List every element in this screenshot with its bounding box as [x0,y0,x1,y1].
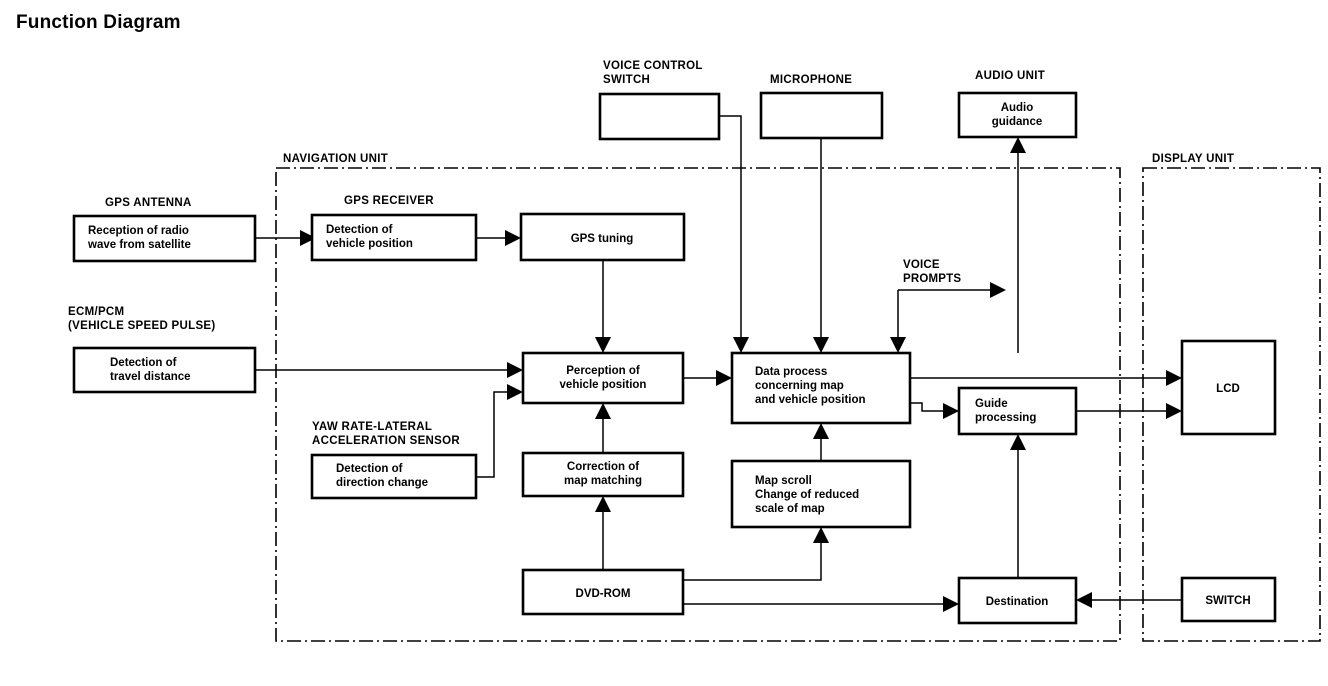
arrow-dvd-rom-to-map-scroll [813,527,829,543]
data-process-line2: concerning map [755,380,844,392]
arrow-antenna-to-receiver [300,230,316,246]
audio-guidance-box[interactable] [957,91,1078,139]
voice-control-switch-label: VOICE CONTROL [603,60,703,72]
detection-of-direction-change-line1: Detection of [336,463,403,475]
microphone-box[interactable] [759,91,884,140]
arrow-voice-prompts-to-data-process [890,337,906,353]
detection-of-travel-distance-line1: Detection of [110,357,177,369]
map-scroll-box[interactable] [730,459,912,529]
guide-processing-line1: Guide [975,398,1008,410]
arrow-dvd-rom-to-map-matching [595,496,611,512]
lcd-box[interactable] [1180,339,1277,436]
audio-guidance-line2: guidance [992,116,1042,128]
guide-processing-box[interactable] [957,386,1078,436]
arrow-data-process-to-lcd [1166,370,1182,386]
map-scroll-line1: Map scroll [755,475,812,487]
map-scroll-line2: Change of reduced [755,489,859,501]
perception-of-vehicle-position-box[interactable] [521,351,685,405]
correction-of-map-matching-box[interactable] [521,451,685,498]
dvd-rom-box[interactable] [521,568,685,616]
arrow-switch-to-destination [1076,592,1092,608]
arrow-map-matching-to-perception [595,403,611,419]
data-process-line3: and vehicle position [755,394,866,406]
audio-guidance-line1: Audio [1001,102,1034,114]
reception-of-radio-wave-line2: wave from satellite [87,239,191,251]
arrow-dvd-rom-to-destination [943,596,959,612]
destination-label: Destination [986,596,1049,608]
gps-receiver-label: GPS RECEIVER [344,195,434,207]
voice-prompts-label: VOICE [903,259,940,271]
gps-tuning-label: GPS tuning [571,233,634,245]
switch-box[interactable] [1180,576,1277,623]
group-borders [275,167,1321,642]
blocks: Audio guidance Reception of radio wave f… [72,91,1277,625]
guide-processing-line2: processing [975,412,1036,424]
detection-of-travel-distance-box[interactable] [72,346,257,394]
perception-of-vehicle-position-line1: Perception of [566,365,640,377]
detection-of-vehicle-position-line2: vehicle position [326,238,413,250]
ecm-pcm-label-line2: (VEHICLE SPEED PULSE) [68,320,216,332]
gps-tuning-box[interactable] [519,212,686,262]
detection-of-travel-distance-line2: travel distance [110,371,191,383]
perception-of-vehicle-position-line2: vehicle position [560,379,647,391]
destination-box[interactable] [957,576,1078,625]
arrow-gps-tuning-to-perception [595,337,611,353]
reception-of-radio-wave-line1: Reception of radio [88,225,189,237]
display-unit-border [1142,167,1321,642]
voice-prompts-label-line2: PROMPTS [903,273,961,285]
lcd-label: LCD [1216,383,1240,395]
display-unit-label: DISPLAY UNIT [1152,153,1234,165]
arrow-destination-to-guide-processing [1010,434,1026,450]
line-dvd-rom-to-map-scroll [683,543,822,581]
arrow-guide-processing-to-lcd [1166,403,1182,419]
correction-of-map-matching-line1: Correction of [567,461,639,473]
arrow-map-scroll-to-data-process [813,423,829,439]
voice-control-switch-box[interactable] [598,92,721,141]
arrow-direction-change-to-perception [507,384,523,400]
detection-of-direction-change-line2: direction change [336,477,428,489]
correction-of-map-matching-line2: map matching [564,475,642,487]
yaw-sensor-label-line2: ACCELERATION SENSOR [312,435,460,447]
line-data-process-to-guide-processing [910,402,943,412]
arrow-voice-control-switch-to-data-process [733,337,749,353]
component-labels: VOICE CONTROL SWITCH MICROPHONE AUDIO UN… [68,60,1045,447]
switch-label: SWITCH [1205,595,1250,607]
detection-of-vehicle-position-line1: Detection of [326,224,393,236]
detection-of-vehicle-position-box[interactable] [310,213,478,262]
gps-antenna-label: GPS ANTENNA [105,197,192,209]
navigation-unit-border [275,167,1121,642]
page-title: Function Diagram [16,12,181,33]
audio-unit-label: AUDIO UNIT [975,70,1045,82]
arrow-data-process-to-audio-guidance [1010,137,1026,153]
detection-of-direction-change-box[interactable] [310,453,478,500]
voice-control-switch-label-line2: SWITCH [603,74,650,86]
line-direction-change-to-perception [476,391,507,478]
microphone-label: MICROPHONE [770,74,852,86]
map-scroll-line3: scale of map [755,503,825,515]
data-process-line1: Data process [755,366,827,378]
arrow-perception-to-data-process [716,370,732,386]
arrow-receiver-to-gps-tuning [505,230,521,246]
arrow-travel-distance-to-perception [507,362,523,378]
reception-of-radio-wave-box[interactable] [72,214,257,263]
connections [255,115,1182,612]
ecm-pcm-label: ECM/PCM [68,306,124,318]
arrow-data-process-to-guide-processing [943,403,959,419]
dvd-rom-label: DVD-ROM [576,588,631,600]
data-process-box[interactable] [730,351,912,425]
line-voice-control-switch-to-data-process [719,115,742,337]
arrow-microphone-to-data-process [813,337,829,353]
arrow-voice-prompts-branch [990,282,1006,298]
navigation-unit-label: NAVIGATION UNIT [283,153,388,165]
yaw-sensor-label: YAW RATE-LATERAL [312,421,432,433]
